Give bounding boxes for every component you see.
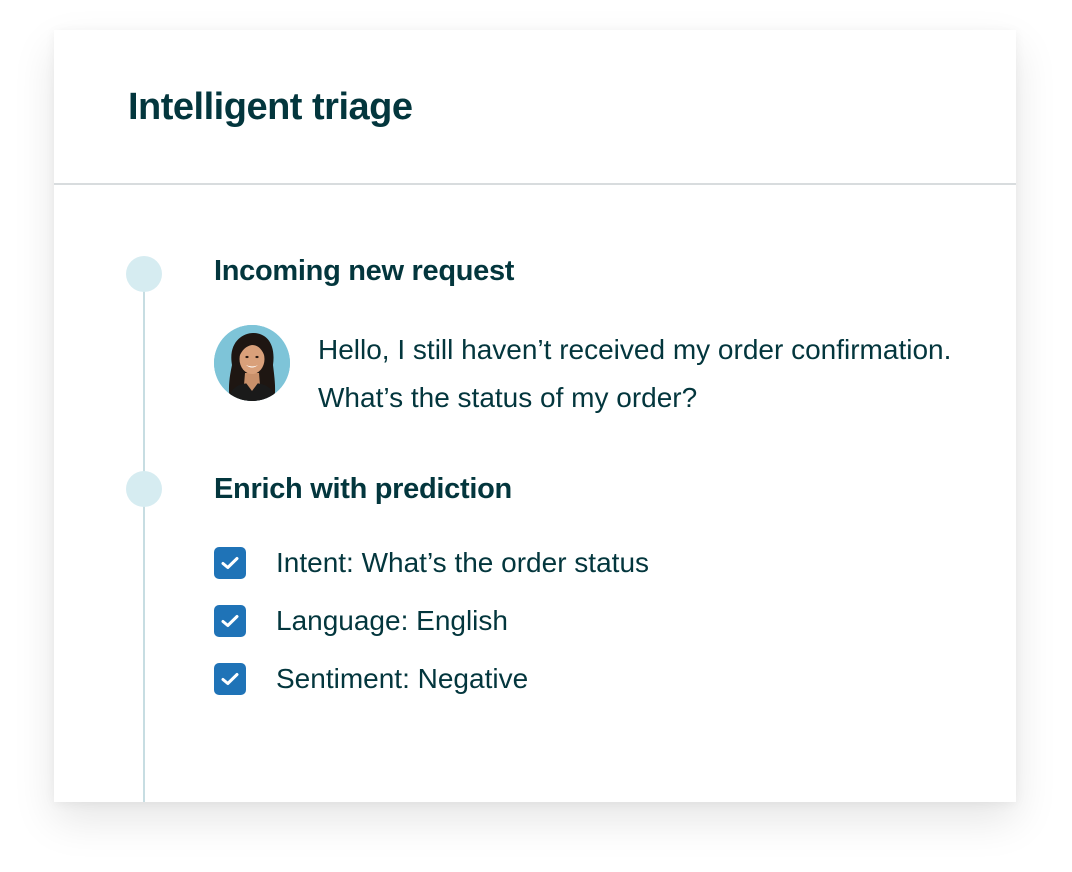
step-title-incoming-request: Incoming new request — [214, 255, 515, 287]
prediction-label-intent: Intent: What’s the order status — [276, 547, 650, 578]
checkbox-checked-icon[interactable] — [214, 663, 246, 695]
step-title-enrich-prediction: Enrich with prediction — [214, 473, 512, 505]
checkbox-checked-icon[interactable] — [214, 547, 246, 579]
timeline-line — [143, 274, 145, 802]
triage-card: Intelligent triage Incoming new request … — [54, 30, 1016, 802]
customer-avatar — [214, 325, 290, 401]
customer-photo-icon — [214, 325, 290, 401]
timeline-dot-enrich — [126, 471, 162, 507]
card-header: Intelligent triage — [54, 30, 1016, 185]
card-title: Intelligent triage — [128, 86, 413, 128]
timeline-dot-incoming — [126, 256, 162, 292]
prediction-label-sentiment: Sentiment: Negative — [276, 663, 529, 694]
prediction-item-language: Language: English — [214, 592, 649, 650]
prediction-item-sentiment: Sentiment: Negative — [214, 650, 649, 708]
prediction-list: Intent: What’s the order status Language… — [214, 534, 649, 708]
prediction-item-intent: Intent: What’s the order status — [214, 534, 649, 592]
customer-message: Hello, I still haven’t received my order… — [318, 334, 952, 413]
checkbox-checked-icon[interactable] — [214, 605, 246, 637]
prediction-label-language: Language: English — [276, 605, 508, 636]
